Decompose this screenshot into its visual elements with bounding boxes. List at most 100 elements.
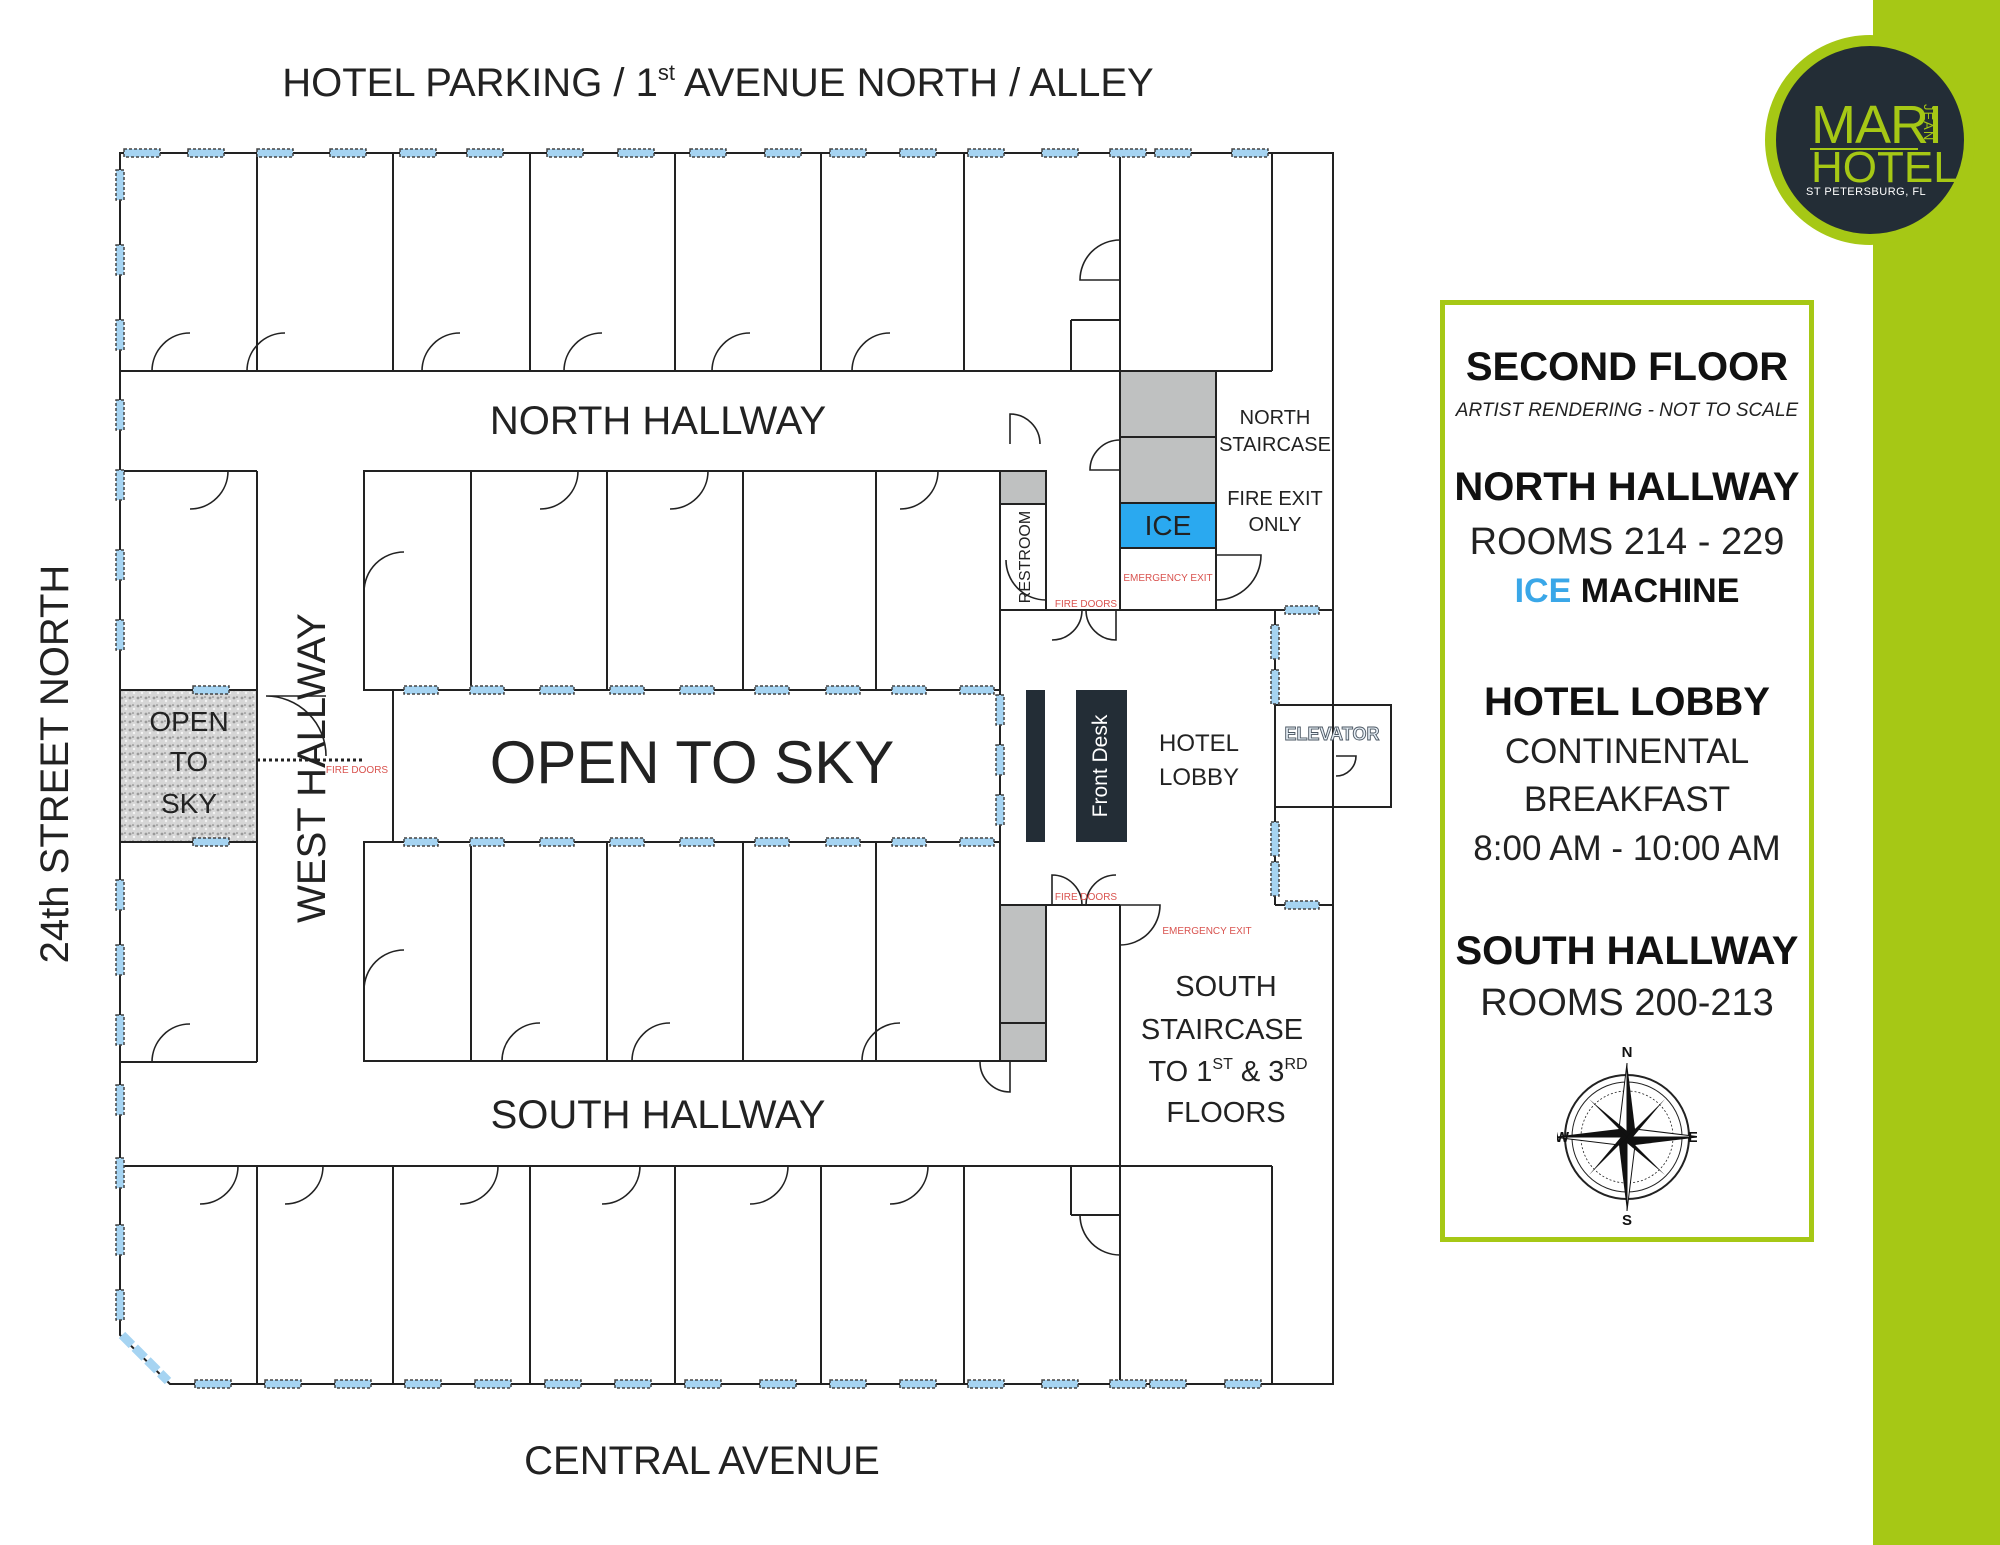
small-courtyard	[119, 689, 258, 843]
emergency-exit-south-label: EMERGENCY EXIT	[1162, 926, 1251, 937]
south-staircase-label-2: STAIRCASE	[1141, 1014, 1303, 1046]
window	[115, 1289, 125, 1321]
window	[684, 1379, 722, 1389]
window	[1154, 148, 1192, 158]
window	[192, 837, 230, 847]
door-swing	[151, 1023, 191, 1063]
door-swing	[861, 1022, 901, 1062]
window	[192, 685, 230, 695]
hotel-lobby-label-2: LOBBY	[1159, 764, 1239, 791]
window	[825, 685, 861, 695]
door-swing	[1085, 874, 1117, 906]
window	[115, 549, 125, 581]
door-swing	[1051, 874, 1083, 906]
courtyard-label: OPEN TO SKY	[490, 729, 895, 796]
window	[256, 148, 294, 158]
emergency-exit-north-label: EMERGENCY EXIT	[1123, 573, 1212, 584]
door-swing	[1079, 239, 1121, 281]
accent-strip	[1873, 0, 2000, 1545]
door-swing	[1009, 413, 1041, 445]
window	[1270, 821, 1280, 857]
window	[399, 148, 437, 158]
legend-lobby-line2: BREAKFAST	[1523, 780, 1731, 819]
window	[115, 1224, 125, 1256]
street-north-label: HOTEL PARKING / 1st AVENUE NORTH / ALLEY	[282, 60, 1153, 105]
legend-south-heading: SOUTH HALLWAY	[1455, 929, 1799, 973]
logo-name-vertical: JEAN	[1921, 104, 1936, 142]
legend-north-heading: NORTH HALLWAY	[1454, 465, 1800, 509]
window	[764, 148, 802, 158]
window	[959, 837, 995, 847]
window	[115, 469, 125, 501]
front-desk-counter-left	[1026, 690, 1045, 842]
door-swing	[265, 695, 327, 757]
door-swing	[284, 1165, 324, 1205]
south-staircase-label-3: TO 1ST & 3RD	[1148, 1056, 1307, 1088]
legend-panel: SECOND FLOOR ARTIST RENDERING - NOT TO S…	[1440, 300, 1814, 1242]
window	[967, 148, 1005, 158]
legend-subtitle: ARTIST RENDERING - NOT TO SCALE	[1455, 400, 1799, 421]
window	[1270, 624, 1280, 660]
window	[959, 685, 995, 695]
window	[1284, 900, 1320, 910]
window	[1109, 148, 1147, 158]
window	[264, 1379, 302, 1389]
door-swing	[199, 1165, 239, 1205]
legend-lobby-line1: CONTINENTAL	[1504, 732, 1750, 771]
window	[829, 148, 867, 158]
window	[115, 619, 125, 651]
window	[899, 1379, 937, 1389]
window	[995, 744, 1005, 776]
door-swing	[246, 332, 286, 372]
door-swing	[979, 1061, 1011, 1093]
window	[891, 685, 927, 695]
front-desk-label: Front Desk	[1089, 714, 1112, 817]
central-courtyard	[392, 689, 1001, 843]
door-swing	[1085, 609, 1117, 641]
window	[1224, 1379, 1262, 1389]
window	[689, 148, 727, 158]
door-swing	[363, 551, 405, 593]
small-court-label-1: OPEN	[149, 706, 228, 737]
fire-exit-label-1: FIRE EXIT	[1227, 488, 1323, 510]
window	[995, 694, 1005, 726]
legend-lobby-heading: HOTEL LOBBY	[1484, 680, 1770, 724]
door-swing	[539, 470, 579, 510]
window	[118, 1331, 172, 1385]
window	[403, 837, 439, 847]
door-swing	[899, 470, 939, 510]
north-staircase-label-2: STAIRCASE	[1219, 434, 1331, 456]
compass-n: N	[1622, 1045, 1633, 1061]
legend-north-rooms: ROOMS 214 - 229	[1469, 521, 1785, 563]
inner-south-rooms	[363, 841, 1001, 1062]
window	[1270, 669, 1280, 705]
window	[334, 1379, 372, 1389]
legend-title: SECOND FLOOR	[1465, 345, 1789, 389]
window	[469, 837, 505, 847]
south-staircase-label-4: FLOORS	[1166, 1097, 1285, 1129]
fire-doors-south-label: FIRE DOORS	[1055, 892, 1118, 903]
restroom-label: RESTROOM	[1017, 511, 1034, 603]
elevator-label: ELEVATOR	[1284, 724, 1379, 744]
window	[466, 148, 504, 158]
window	[1149, 1379, 1187, 1389]
compass-e: E	[1688, 1129, 1697, 1146]
window	[115, 319, 125, 351]
street-west-label: 24th STREET NORTH	[33, 565, 77, 964]
window	[617, 148, 655, 158]
door-swing	[563, 332, 603, 372]
window	[539, 837, 575, 847]
door-swing	[1215, 554, 1262, 601]
compass-rose: N S E W	[1557, 1045, 1697, 1225]
door-swing	[669, 470, 709, 510]
small-court-label-2: TO	[170, 746, 208, 777]
window	[404, 1379, 442, 1389]
window	[1270, 861, 1280, 897]
window	[115, 1157, 125, 1189]
door-swing	[1119, 904, 1161, 946]
inner-north-rooms	[363, 470, 1001, 691]
window	[995, 794, 1005, 826]
legend-lobby-hours: 8:00 AM - 10:00 AM	[1473, 829, 1781, 868]
window	[115, 244, 125, 276]
